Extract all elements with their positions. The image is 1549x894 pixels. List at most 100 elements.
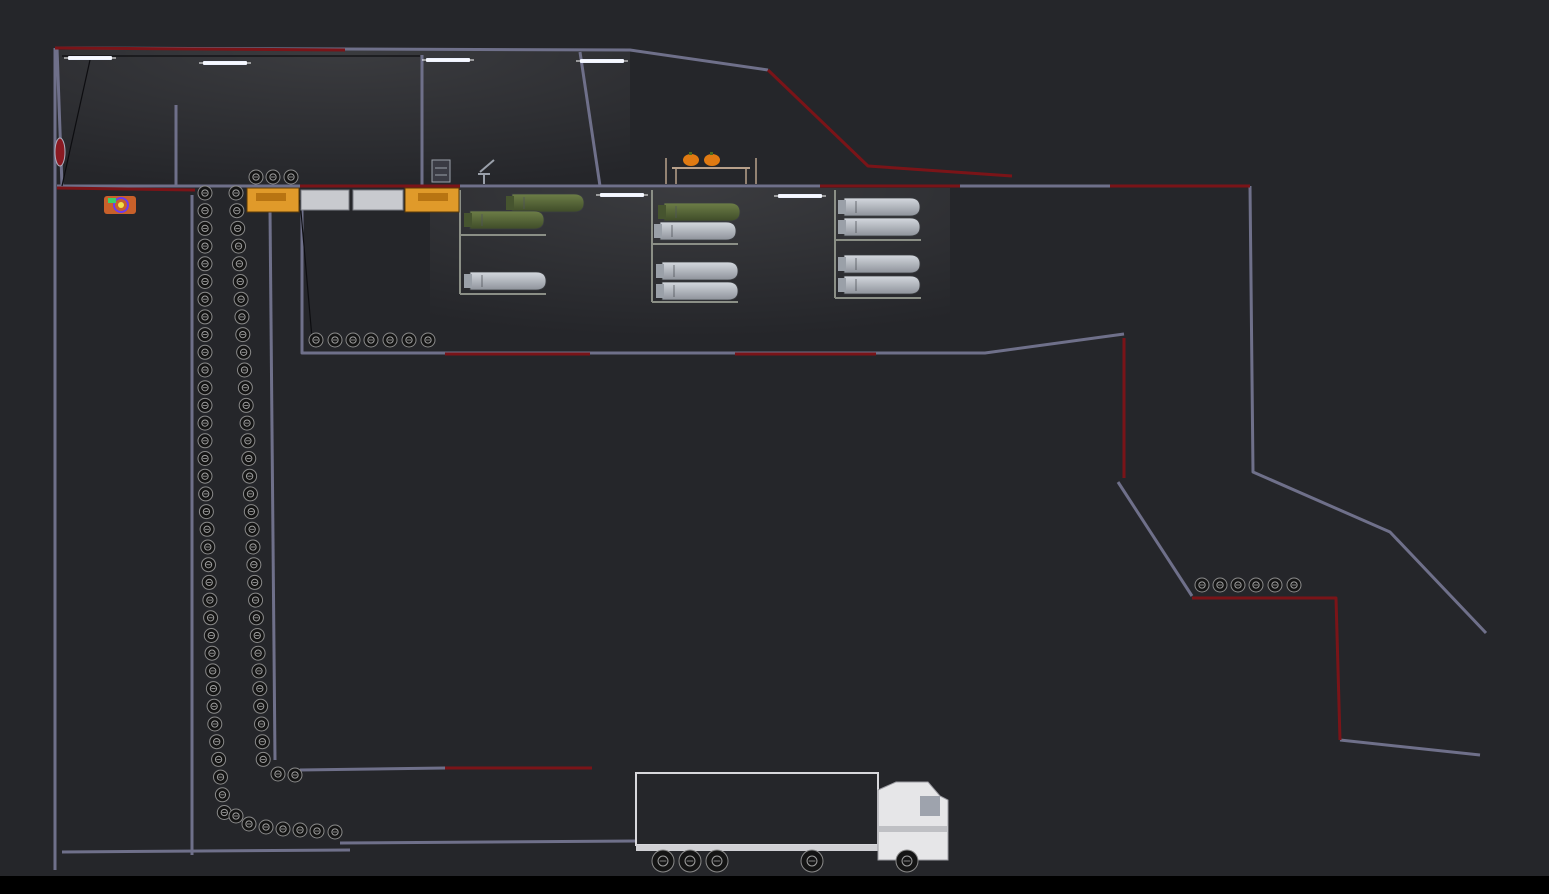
bomb-icon[interactable] — [656, 261, 739, 281]
tire-icon[interactable] — [248, 169, 264, 185]
tire-icon[interactable] — [197, 380, 213, 396]
red-wall[interactable] — [56, 186, 196, 192]
tire-icon[interactable] — [203, 610, 219, 626]
bomb-icon[interactable] — [464, 210, 545, 230]
tire-icon[interactable] — [203, 628, 219, 643]
container-row[interactable] — [246, 187, 460, 213]
tire-icon[interactable] — [248, 610, 264, 626]
tire-icon[interactable] — [197, 309, 213, 325]
bomb-icon[interactable] — [654, 221, 737, 241]
orange-generator[interactable] — [246, 187, 300, 213]
tire-icon[interactable] — [197, 433, 213, 449]
red-wall[interactable] — [766, 68, 1013, 178]
tire-icon[interactable] — [382, 332, 398, 348]
tire-icon[interactable] — [241, 451, 257, 466]
tire-icon[interactable] — [895, 849, 919, 873]
storage-rack[interactable] — [651, 190, 738, 303]
tire-icon[interactable] — [309, 823, 325, 839]
tire-icon[interactable] — [275, 821, 291, 837]
white-container[interactable] — [352, 189, 404, 211]
tire-icon[interactable] — [205, 681, 221, 697]
tire-icon[interactable] — [198, 486, 214, 502]
tire-icon[interactable] — [1248, 577, 1264, 593]
storage-rack[interactable] — [459, 190, 546, 295]
tire-icon[interactable] — [251, 663, 267, 679]
bomb-icon[interactable] — [838, 217, 921, 237]
tire-icon[interactable] — [253, 698, 269, 714]
ceiling-lamp-icon[interactable] — [774, 194, 826, 198]
tire-icon[interactable] — [197, 220, 213, 236]
ceiling-lamp-icon[interactable] — [199, 61, 251, 65]
red-wall-marker[interactable] — [54, 137, 66, 167]
office-furniture[interactable] — [431, 159, 495, 184]
bomb-icon[interactable] — [658, 202, 741, 222]
tire-icon[interactable] — [800, 849, 824, 873]
bomb-icon[interactable] — [838, 254, 921, 274]
tire-icon[interactable] — [237, 362, 252, 378]
bomb-icon[interactable] — [506, 193, 585, 213]
pumpkin-icon[interactable] — [704, 152, 720, 166]
tire-icon[interactable] — [234, 309, 250, 325]
tire-icon[interactable] — [246, 557, 262, 573]
tire-icon[interactable] — [292, 822, 308, 838]
tire-icon[interactable] — [247, 574, 263, 590]
tire-icon[interactable] — [239, 415, 255, 431]
tire-icon[interactable] — [265, 169, 281, 185]
tire-icon[interactable] — [1230, 577, 1246, 593]
tire-icon[interactable] — [197, 327, 213, 343]
tire-icon[interactable] — [244, 521, 260, 537]
tire-icon[interactable] — [252, 681, 268, 697]
toy-car-icon[interactable] — [104, 196, 136, 214]
tire-icon[interactable] — [258, 819, 274, 835]
truck-icon[interactable] — [635, 772, 949, 873]
tire-icon[interactable] — [197, 256, 213, 272]
tire-icon[interactable] — [255, 751, 271, 767]
ceiling-lamp-icon[interactable] — [64, 56, 116, 60]
tire-icon[interactable] — [204, 645, 220, 661]
tire-icon[interactable] — [248, 592, 264, 608]
tire-icon[interactable] — [705, 849, 729, 873]
tire-icon[interactable] — [197, 274, 213, 289]
red-wall[interactable] — [54, 46, 346, 52]
metal-wall[interactable] — [300, 205, 1125, 355]
tire-icon[interactable] — [235, 327, 251, 343]
filing-cabinet[interactable] — [431, 159, 451, 183]
tire-icon[interactable] — [207, 716, 223, 732]
tire-icon[interactable] — [197, 238, 213, 254]
tire-icon[interactable] — [206, 698, 222, 714]
tire-icon[interactable] — [245, 539, 261, 555]
tire-icon[interactable] — [242, 468, 258, 484]
tire-icon[interactable] — [241, 816, 257, 832]
metal-wall[interactable] — [61, 848, 351, 854]
ceiling-lamp-icon[interactable] — [422, 58, 474, 62]
table-with-pumpkins[interactable] — [665, 152, 757, 184]
tire-icon[interactable] — [202, 592, 218, 608]
red-wall[interactable] — [1192, 596, 1342, 741]
tire-icon[interactable] — [327, 824, 343, 840]
tire-icon[interactable] — [238, 397, 254, 413]
tire-icon[interactable] — [199, 521, 215, 537]
tire-icon[interactable] — [198, 504, 214, 520]
metal-wall[interactable] — [268, 209, 277, 761]
tire-icon[interactable] — [236, 344, 252, 360]
tire-icon[interactable] — [197, 362, 213, 378]
tire-icon[interactable] — [214, 787, 230, 803]
tire-icon[interactable] — [201, 574, 217, 590]
tire-icon[interactable] — [197, 344, 213, 360]
bomb-icon[interactable] — [838, 197, 921, 217]
tire-icon[interactable] — [254, 734, 270, 750]
tire-icon[interactable] — [228, 808, 244, 824]
tire-icon[interactable] — [420, 332, 436, 348]
tire-icon[interactable] — [209, 734, 225, 750]
ceiling-lamp-icon[interactable] — [576, 59, 628, 63]
tire-icon[interactable] — [197, 468, 213, 484]
tire-icon[interactable] — [232, 274, 248, 289]
tire-icon[interactable] — [1194, 577, 1210, 593]
tire-icon[interactable] — [651, 849, 675, 873]
tire-icon[interactable] — [231, 238, 247, 254]
tire-icon[interactable] — [197, 185, 213, 201]
white-container[interactable] — [300, 189, 350, 211]
tire-icon[interactable] — [197, 203, 213, 219]
tire-icon[interactable] — [242, 486, 258, 502]
